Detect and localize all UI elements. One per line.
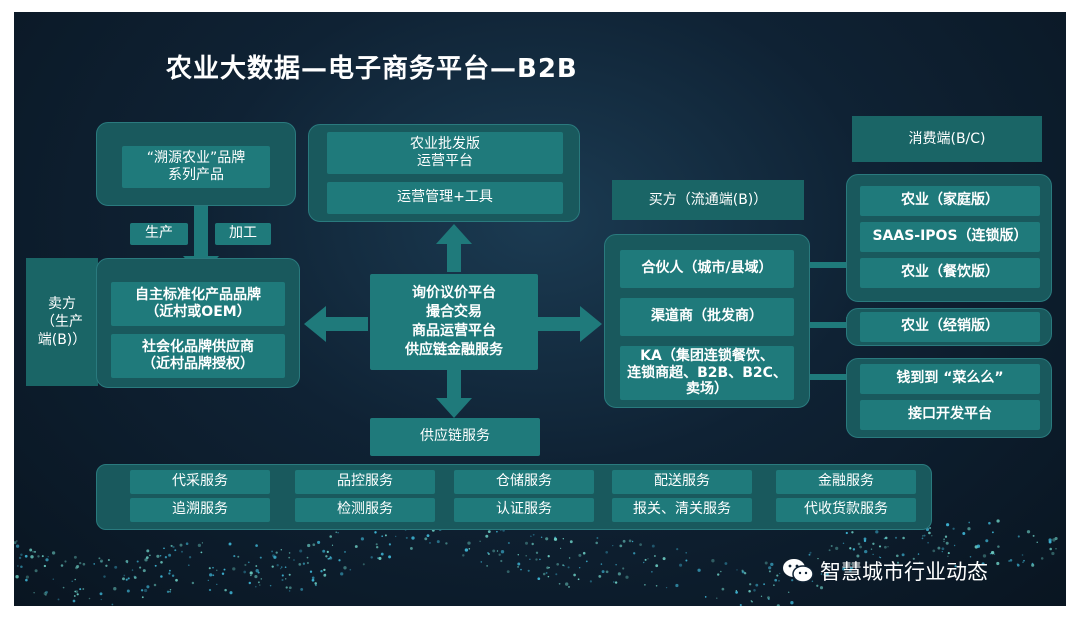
brand-box: “溯源农业”品牌 系列产品 <box>122 146 270 188</box>
up-arrow-icon <box>436 224 472 272</box>
consumer-qiandaodao: 钱到到 “菜么么” <box>860 364 1040 394</box>
slide: 农业大数据—电子商务平台—B2B “溯源农业”品牌 系列产品 生产 加工 卖方 … <box>14 12 1066 606</box>
center-platform: 询价议价平台 撮合交易 商品运营平台 供应链金融服务 <box>370 274 538 370</box>
buyer-partner: 合伙人（城市/县域） <box>620 250 794 288</box>
supply-chain-label: 供应链服务 <box>370 418 540 456</box>
buyer-label: 买方（流通端(B)） <box>612 180 804 220</box>
service-item: 认证服务 <box>454 498 594 522</box>
production-label: 生产 <box>130 223 188 245</box>
buyer-ka: KA（集团连锁餐饮、 连锁商超、B2B、B2C、 卖场） <box>620 346 794 400</box>
page-title: 农业大数据—电子商务平台—B2B <box>166 54 578 84</box>
down-arrow-icon <box>436 370 472 418</box>
operations-tools: 运营管理+工具 <box>327 182 563 214</box>
watermark-text: 智慧城市行业动态 <box>820 560 988 584</box>
wechat-icon <box>783 559 814 583</box>
right-arrow-icon <box>538 306 602 342</box>
service-item: 品控服务 <box>295 470 435 494</box>
watermark: 智慧城市行业动态 <box>782 556 988 586</box>
consumer-saas-ipos: SAAS-IPOS（连锁版） <box>860 222 1040 252</box>
service-item: 代收货款服务 <box>776 498 916 522</box>
consumer-catering: 农业（餐饮版） <box>860 258 1040 288</box>
service-item: 配送服务 <box>612 470 752 494</box>
service-item: 报关、清关服务 <box>612 498 752 522</box>
consumer-home: 农业（家庭版） <box>860 186 1040 216</box>
service-item: 代采服务 <box>130 470 270 494</box>
processing-label: 加工 <box>215 223 271 245</box>
service-item: 金融服务 <box>776 470 916 494</box>
operations-platform: 农业批发版 运营平台 <box>327 132 563 174</box>
consumer-api-platform: 接口开发平台 <box>860 400 1040 430</box>
buyer-channel: 渠道商（批发商） <box>620 298 794 336</box>
seller-social-brand: 社会化品牌供应商 （近村品牌授权） <box>111 334 285 378</box>
consumer-distribution: 农业（经销版） <box>860 312 1040 342</box>
seller-label: 卖方 （生产 端(B)） <box>26 258 98 386</box>
service-item: 仓储服务 <box>454 470 594 494</box>
service-item: 检测服务 <box>295 498 435 522</box>
consumer-label: 消费端(B/C) <box>852 116 1042 162</box>
service-item: 追溯服务 <box>130 498 270 522</box>
seller-own-brand: 自主标准化产品品牌 （近村或OEM） <box>111 282 285 326</box>
left-arrow-icon <box>304 306 368 342</box>
